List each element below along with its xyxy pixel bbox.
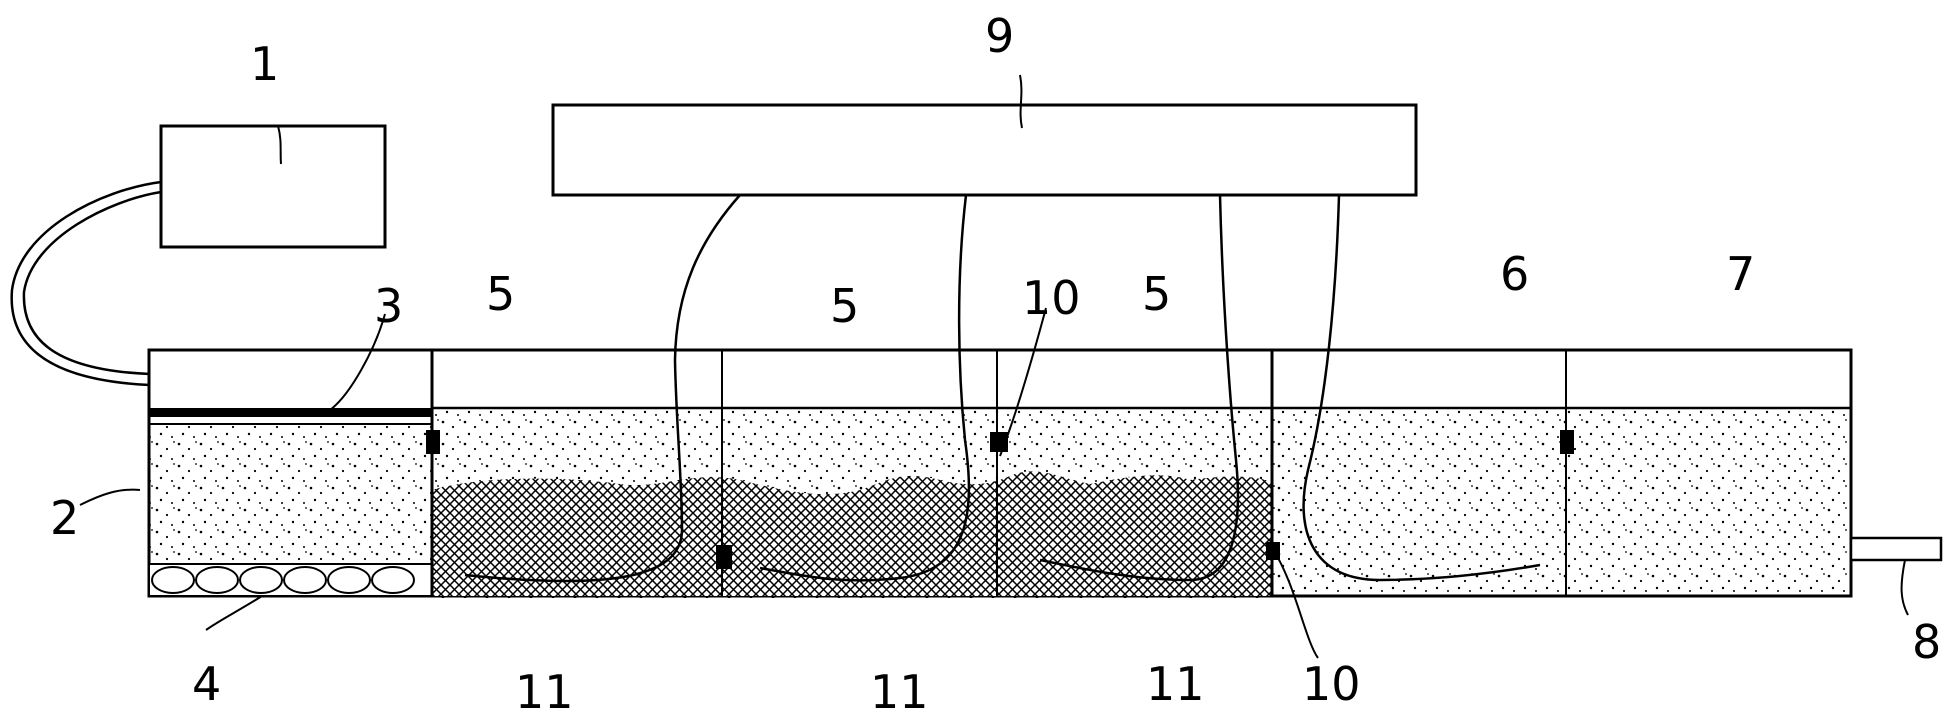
label-11-b: 11 — [870, 665, 929, 717]
label-8: 8 — [1912, 615, 1941, 669]
component-8-pipe — [1849, 536, 1943, 562]
label-5-b: 5 — [830, 279, 859, 333]
component-3-plate — [150, 408, 432, 417]
label-11-c: 11 — [1146, 657, 1205, 711]
label-2: 2 — [50, 491, 79, 545]
label-11-a: 11 — [515, 665, 574, 717]
label-4: 4 — [192, 657, 221, 711]
leader-lines — [79, 74, 1909, 659]
component-1-box — [159, 124, 387, 249]
hoses-11 — [464, 194, 1541, 583]
label-3: 3 — [374, 279, 403, 333]
fill-chamber-6 — [1272, 408, 1566, 596]
connector-hose — [10, 180, 162, 387]
component-4-stones — [151, 566, 415, 594]
label-10-a: 10 — [1022, 271, 1081, 325]
label-7: 7 — [1726, 247, 1755, 301]
component-9-bar — [551, 103, 1418, 197]
label-9: 9 — [985, 9, 1014, 63]
fill-chamber-7 — [1566, 408, 1851, 596]
label-10-b: 10 — [1302, 657, 1361, 711]
fill-chamber-2 — [150, 424, 432, 564]
label-5-a: 5 — [486, 267, 515, 321]
label-5-c: 5 — [1142, 267, 1171, 321]
label-1: 1 — [250, 37, 279, 91]
label-6: 6 — [1500, 247, 1529, 301]
